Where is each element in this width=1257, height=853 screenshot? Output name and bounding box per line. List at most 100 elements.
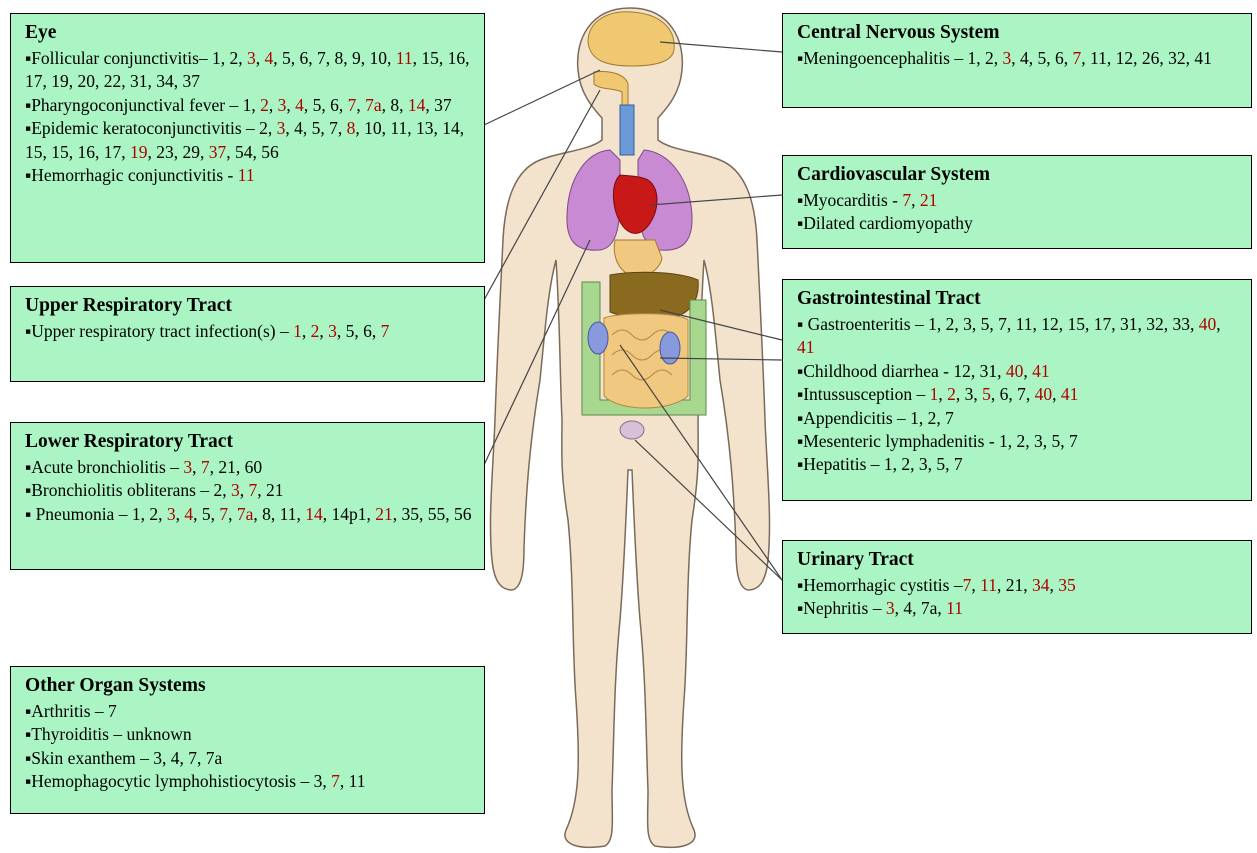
item-text: , 8, 11, [253, 504, 305, 524]
item-text: , [1049, 575, 1058, 595]
disease-item: ▪Mesenteric lymphadenitis - 1, 2, 3, 5, … [797, 430, 1241, 453]
serotype-highlight: 5 [982, 384, 991, 404]
serotype-highlight: 35 [1058, 575, 1076, 595]
item-text: , [1216, 314, 1220, 334]
serotype-highlight: 41 [1061, 384, 1079, 404]
item-text: , [192, 457, 201, 477]
right-kidney [660, 332, 680, 364]
section-upper-respiratory: Upper Respiratory Tract ▪Upper respirato… [10, 286, 485, 382]
disease-item: ▪Bronchiolitis obliterans – 2, 3, 7, 21 [25, 479, 474, 502]
disease-item: ▪Childhood diarrhea - 12, 31, 40, 41 [797, 360, 1241, 383]
disease-item: ▪Upper respiratory tract infection(s) – … [25, 320, 474, 343]
disease-item: ▪Epidemic keratoconjunctivitis – 2, 3, 4… [25, 117, 474, 164]
item-text: ▪Bronchiolitis obliterans – 2, [25, 480, 231, 500]
serotype-highlight: 40 [1035, 384, 1053, 404]
disease-item: ▪Dilated cardiomyopathy [797, 212, 1241, 235]
liver-organ [610, 272, 698, 318]
disease-item: ▪Skin exanthem – 3, 4, 7, 7a [25, 747, 474, 770]
disease-item: ▪Intussusception – 1, 2, 3, 5, 6, 7, 40,… [797, 383, 1241, 406]
section-urinary-tract: Urinary Tract ▪Hemorrhagic cystitis –7, … [782, 540, 1252, 634]
serotype-highlight: 2 [260, 95, 269, 115]
item-text: , 8, [382, 95, 408, 115]
item-text: , [911, 190, 920, 210]
serotype-highlight: 3 [247, 48, 256, 68]
item-text: ▪Thyroiditis – unknown [25, 724, 192, 744]
serotype-highlight: 41 [1032, 361, 1050, 381]
serotype-highlight: 37 [209, 142, 227, 162]
item-text: , 11 [340, 771, 366, 791]
item-text: , 21 [257, 480, 283, 500]
section-items: ▪Acute bronchiolitis – 3, 7, 21, 60▪Bron… [25, 456, 474, 526]
item-text: ▪Myocarditis - [797, 190, 902, 210]
left-kidney [588, 322, 608, 354]
disease-item: ▪Hemophagocytic lymphohistiocytosis – 3,… [25, 770, 474, 793]
section-items: ▪Meningoencephalitis – 1, 2, 3, 4, 5, 6,… [797, 47, 1241, 70]
item-text: , 6, 7, [991, 384, 1035, 404]
bladder-organ [620, 421, 644, 439]
serotype-highlight: 4 [184, 504, 193, 524]
serotype-highlight: 41 [797, 337, 815, 357]
serotype-highlight: 34 [1032, 575, 1050, 595]
section-title: Cardiovascular System [797, 162, 1241, 188]
item-text: , 54, 56 [226, 142, 279, 162]
item-text: , 5, 6, 7, 8, 9, 10, [273, 48, 396, 68]
section-items: ▪Arthritis – 7 ▪Thyroiditis – unknown ▪Ski… [25, 700, 474, 794]
serotype-highlight: 14 [408, 95, 426, 115]
disease-item: ▪Pharyngoconjunctival fever – 1, 2, 3, 4… [25, 94, 474, 117]
section-title: Other Organ Systems [25, 673, 474, 699]
serotype-highlight: 3 [886, 598, 895, 618]
item-text: ▪ Pneumonia – 1, 2, [25, 504, 167, 524]
item-text: , [319, 321, 328, 341]
serotype-highlight: 7 [248, 480, 257, 500]
disease-item: ▪ Pneumonia – 1, 2, 3, 4, 5, 7, 7a, 8, 1… [25, 503, 474, 526]
item-text: ▪Intussusception – [797, 384, 930, 404]
serotype-highlight: 21 [375, 504, 393, 524]
serotype-highlight: 3 [167, 504, 176, 524]
disease-item: ▪Appendicitis – 1, 2, 7 [797, 407, 1241, 430]
item-text: ▪Epidemic keratoconjunctivitis – 2, [25, 118, 277, 138]
item-text: , 23, 29, [148, 142, 209, 162]
serotype-highlight: 7 [902, 190, 911, 210]
item-text: , 4, 5, 6, [1011, 48, 1072, 68]
section-items: ▪Upper respiratory tract infection(s) – … [25, 320, 474, 343]
item-text: , 21, [997, 575, 1032, 595]
disease-item: ▪Arthritis – 7 [25, 700, 474, 723]
serotype-highlight: 7a [237, 504, 254, 524]
serotype-highlight: 7a [365, 95, 382, 115]
section-title: Lower Respiratory Tract [25, 429, 474, 455]
section-items: ▪Follicular conjunctivitis– 1, 2, 3, 4, … [25, 47, 474, 187]
disease-item: ▪Follicular conjunctivitis– 1, 2, 3, 4, … [25, 47, 474, 94]
leader-eye [484, 70, 600, 125]
item-text: ▪Skin exanthem – 3, 4, 7, 7a [25, 748, 222, 768]
serotype-highlight: 14 [305, 504, 323, 524]
section-title: Gastrointestinal Tract [797, 286, 1241, 312]
item-text: , 5, [193, 504, 219, 524]
serotype-highlight: 3 [328, 321, 337, 341]
serotype-highlight: 1 [293, 321, 302, 341]
section-items: ▪ Gastroenteritis – 1, 2, 3, 5, 7, 11, 1… [797, 313, 1241, 477]
disease-item: ▪Myocarditis - 7, 21 [797, 189, 1241, 212]
serotype-highlight: 21 [920, 190, 938, 210]
item-text: ▪Arthritis – 7 [25, 701, 117, 721]
disease-item: ▪Hemorrhagic conjunctivitis - 11 [25, 164, 474, 187]
disease-item: ▪Hemorrhagic cystitis –7, 11, 21, 34, 35 [797, 574, 1241, 597]
item-text: , [302, 321, 311, 341]
disease-item: ▪Thyroiditis – unknown [25, 723, 474, 746]
section-title: Central Nervous System [797, 20, 1241, 46]
serotype-highlight: 7 [201, 457, 210, 477]
item-text: ▪Nephritis – [797, 598, 886, 618]
item-text: , [938, 384, 947, 404]
item-text: , 4, 7a, [895, 598, 947, 618]
item-text: ▪Follicular conjunctivitis– 1, 2, [25, 48, 247, 68]
section-central-nervous-system: Central Nervous System ▪Meningoencephali… [782, 13, 1252, 108]
item-text: ▪Hemorrhagic conjunctivitis - [25, 165, 238, 185]
item-text: ▪Upper respiratory tract infection(s) – [25, 321, 293, 341]
serotype-highlight: 11 [946, 598, 963, 618]
item-text: ▪Meningoencephalitis – 1, 2, [797, 48, 1002, 68]
disease-item: ▪Acute bronchiolitis – 3, 7, 21, 60 [25, 456, 474, 479]
item-text: , [1023, 361, 1032, 381]
section-items: ▪Hemorrhagic cystitis –7, 11, 21, 34, 35… [797, 574, 1241, 621]
item-text: , 14p1, [323, 504, 376, 524]
item-text: , 21, 60 [210, 457, 263, 477]
item-text: ▪Mesenteric lymphadenitis - 1, 2, 3, 5, … [797, 431, 1078, 451]
